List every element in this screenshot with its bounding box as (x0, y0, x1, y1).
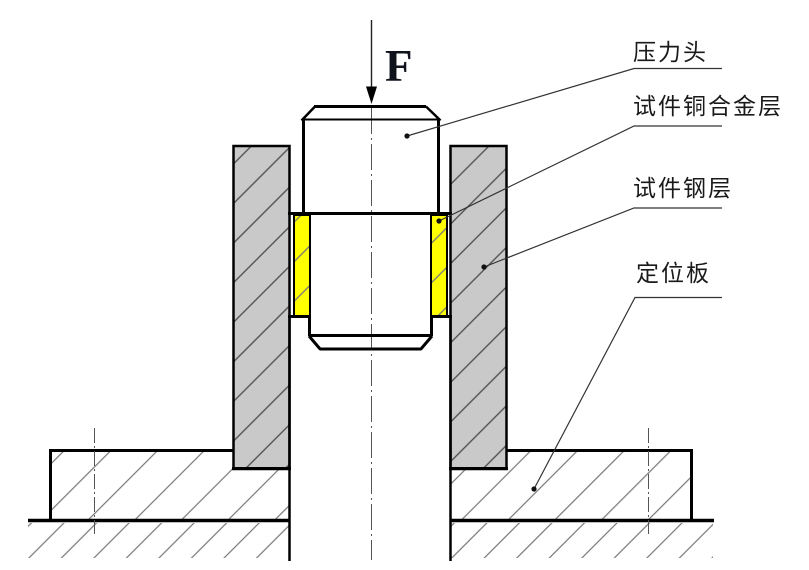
leader-steel-layer (483, 207, 722, 268)
specimen-steel-layer (232, 144, 508, 471)
inner-block-sides (308, 316, 433, 336)
head-sides (302, 118, 440, 213)
ground-hatch-left (28, 523, 289, 558)
force-arrowhead-icon (366, 86, 377, 104)
plate-side-edges (49, 449, 693, 522)
label-steel-layer: 试件钢层 (633, 175, 733, 201)
copper-strip-left (293, 214, 311, 317)
leader-copper-layer (438, 125, 722, 222)
leader-dot-copper-layer (436, 218, 442, 224)
ground-hatch-right (451, 523, 713, 558)
force-label: F (385, 41, 413, 91)
support-rod-sides (288, 317, 452, 561)
leader-positioning-plate (533, 296, 722, 490)
inner-block-chamfers (307, 335, 434, 351)
pressure-head (288, 105, 452, 215)
positioning-plate-outline (49, 449, 693, 522)
label-copper-layer: 试件铜合金层 (633, 93, 783, 119)
leader-dot-pressure-head (404, 133, 410, 139)
label-pressure-head: 压力头 (633, 39, 708, 65)
leader-pressure-head (406, 67, 722, 137)
steel-column-left (232, 144, 291, 471)
leader-lines (404, 67, 722, 492)
leader-dot-steel-layer (481, 264, 487, 270)
specimen-inner-block (288, 315, 452, 351)
force-arrow (366, 20, 377, 104)
copper-strip-right (430, 214, 448, 317)
leader-dot-positioning-plate (531, 486, 537, 492)
hole-centerlines (94, 428, 649, 534)
ground (28, 518, 714, 558)
positioning-plate (50, 450, 691, 519)
steel-column-right (449, 144, 508, 471)
specimen-copper-layer (293, 214, 448, 317)
label-positioning-plate: 定位板 (636, 260, 711, 286)
support-rod (288, 317, 452, 561)
